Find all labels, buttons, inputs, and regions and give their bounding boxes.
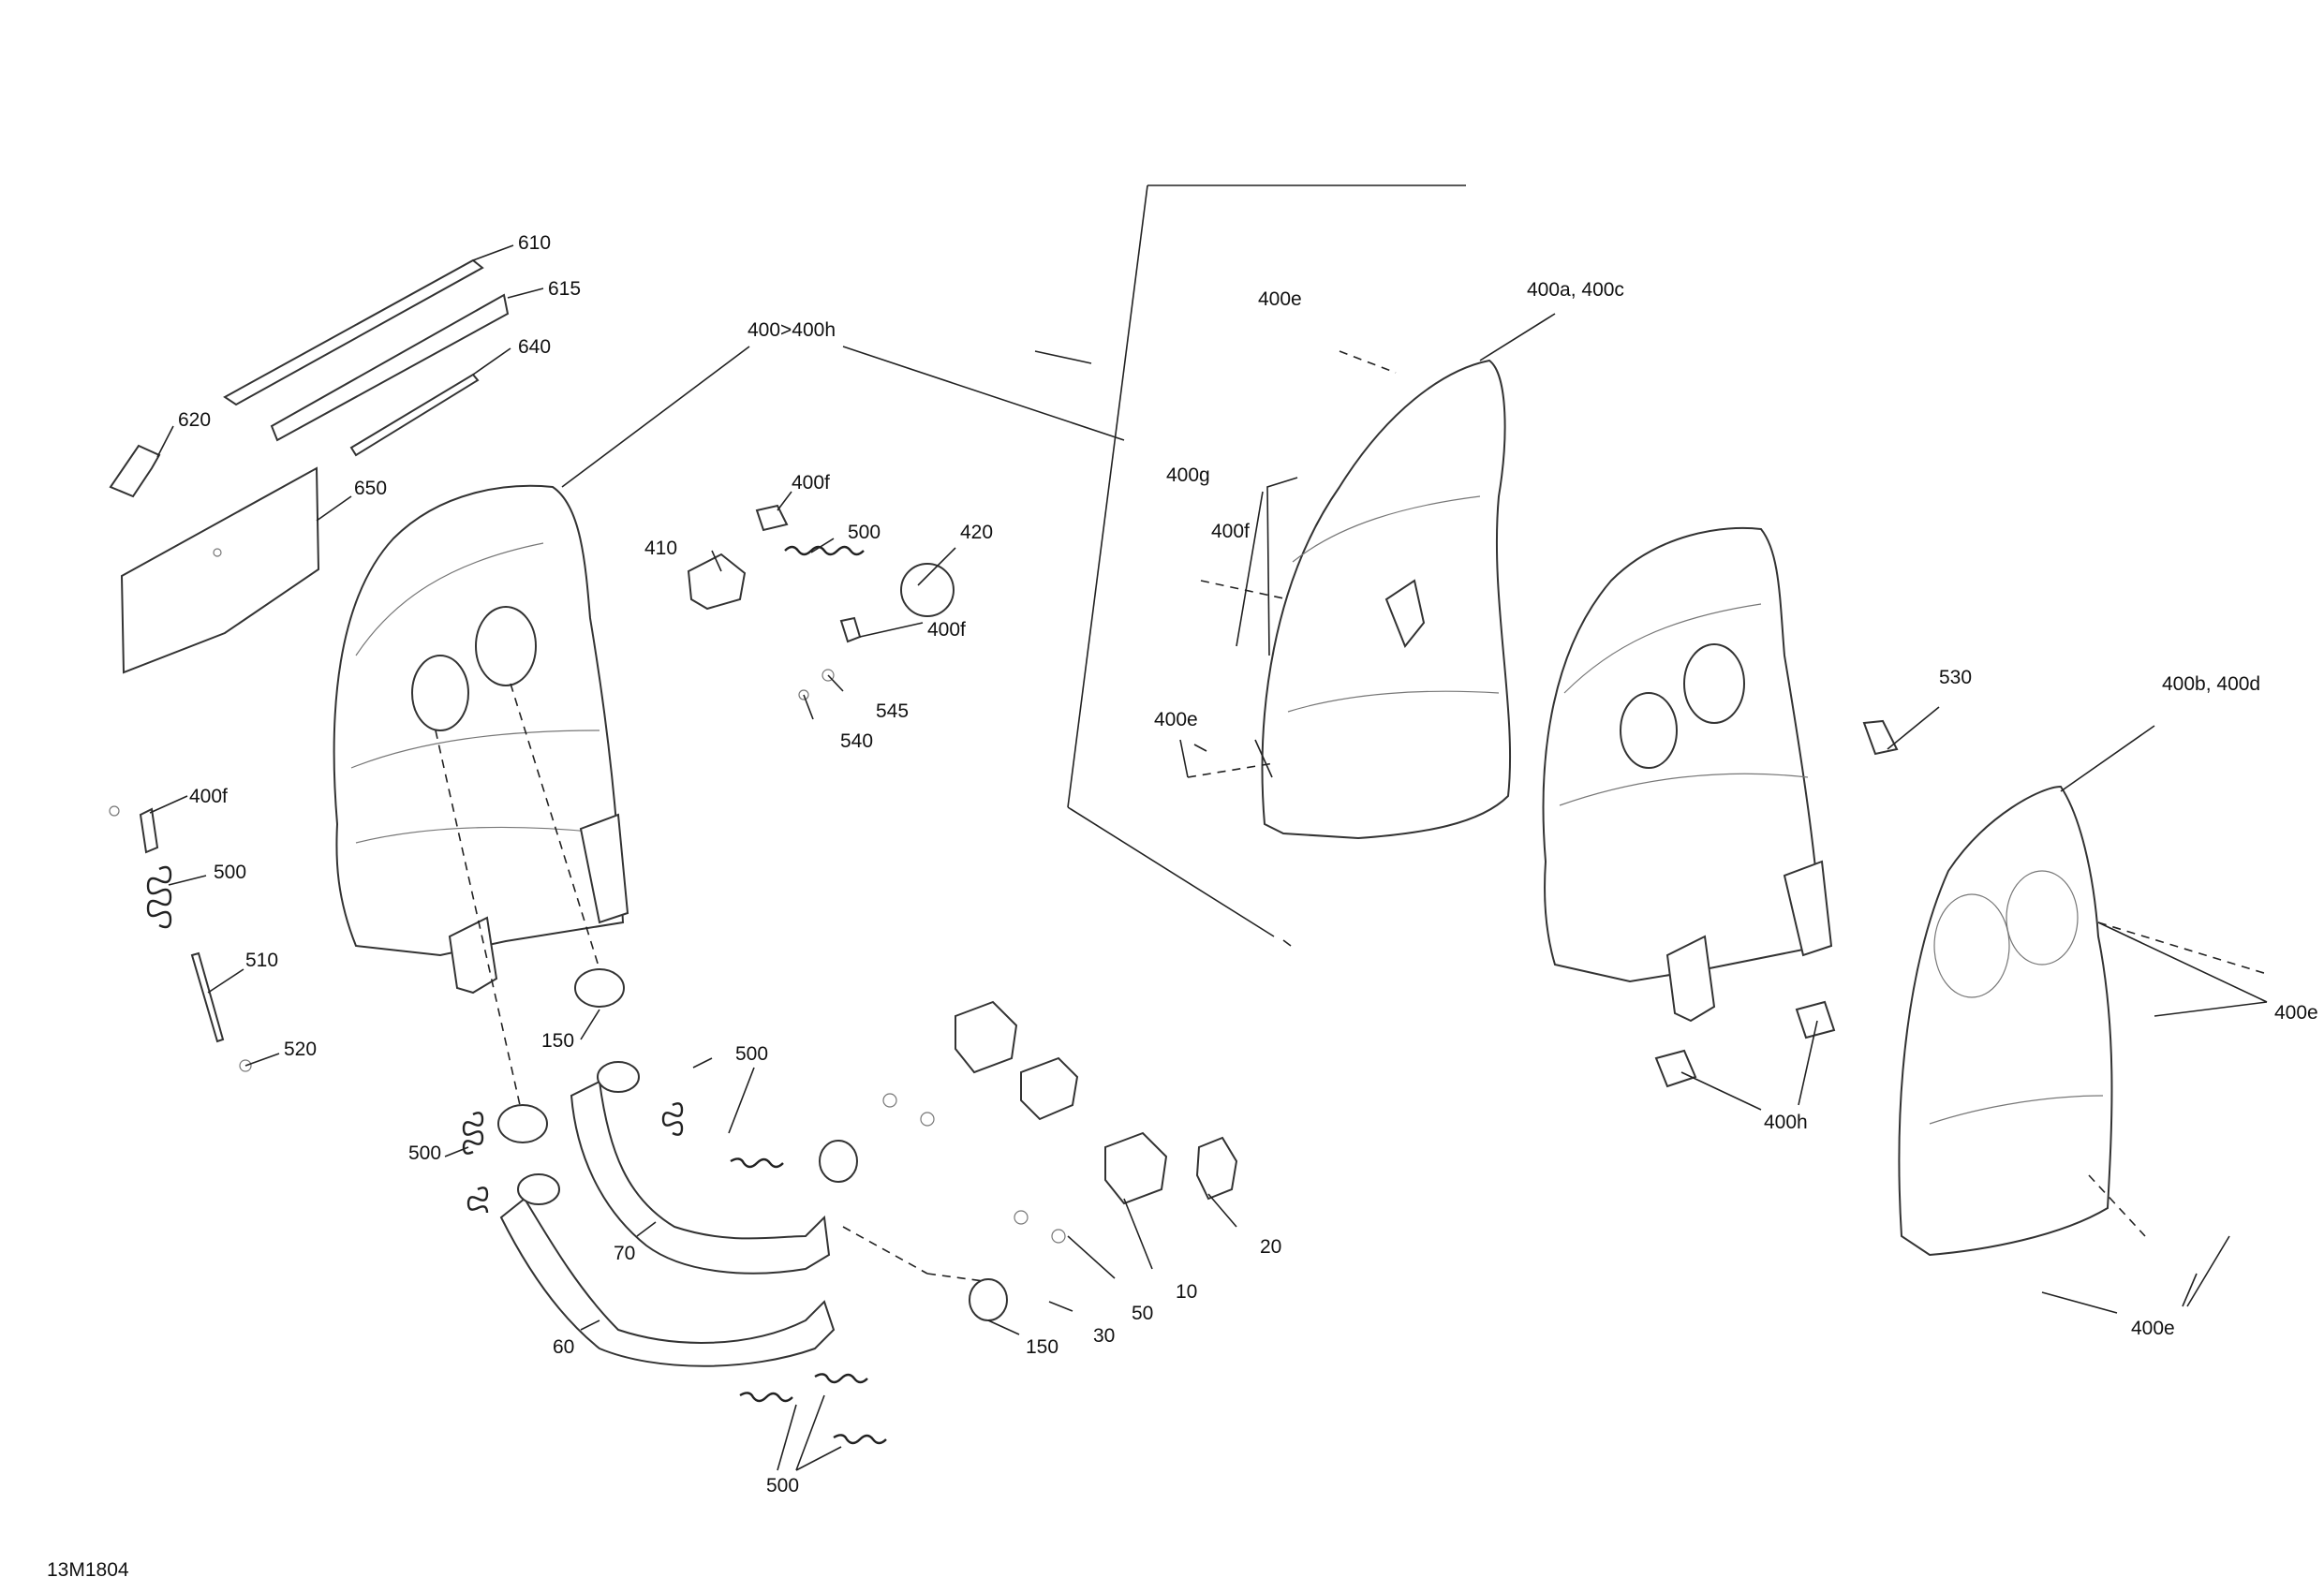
part-labels: 610 615 640 620 650 400>400h 400f 500 41… [47, 232, 2318, 1581]
label-500-pipe-left: 500 [408, 1142, 441, 1164]
label-400f-left: 400f [189, 786, 228, 807]
label-400a-400c: 400a, 400c [1527, 279, 1624, 301]
label-60: 60 [553, 1336, 574, 1358]
label-410: 410 [644, 538, 677, 559]
label-400g: 400g [1166, 464, 1210, 486]
label-500-left: 500 [214, 862, 246, 883]
muffler-left [333, 484, 629, 995]
label-30: 30 [1093, 1325, 1115, 1347]
label-530: 530 [1939, 667, 1972, 688]
label-540: 540 [840, 730, 873, 752]
label-20: 20 [1260, 1236, 1281, 1258]
left-hardware [109, 805, 252, 1072]
label-70: 70 [614, 1243, 635, 1264]
small-parts-center [687, 504, 955, 700]
label-400e-top: 400e [1258, 288, 1302, 310]
muffler-right-cover [1898, 785, 2113, 1257]
label-400b-400d: 400b, 400d [2162, 673, 2260, 695]
label-420: 420 [960, 522, 993, 543]
label-640: 640 [518, 336, 551, 358]
label-545: 545 [876, 700, 909, 722]
label-400f-center: 400f [792, 472, 830, 494]
muffler-right [1542, 526, 1833, 1023]
exhaust-pipes [499, 1061, 836, 1367]
label-520: 520 [284, 1039, 317, 1060]
label-620: 620 [178, 409, 211, 431]
label-615: 615 [548, 278, 581, 300]
label-400e-bottom-right: 400e [2131, 1318, 2175, 1339]
label-400-400h: 400>400h [748, 319, 836, 341]
leader-lines-shields [156, 244, 544, 522]
label-150-left: 150 [541, 1030, 574, 1052]
callout-lines [149, 184, 2268, 1471]
label-510: 510 [245, 950, 278, 971]
pipe-springs [462, 1102, 887, 1445]
label-400f-center-lower: 400f [927, 619, 966, 641]
label-150-lower: 150 [1026, 1336, 1058, 1358]
heat-shield-strips [109, 258, 510, 674]
label-400e-right: 400e [2274, 1002, 2318, 1024]
drawing-id: 13M1804 [47, 1559, 129, 1581]
label-650: 650 [354, 478, 387, 499]
label-50: 50 [1132, 1303, 1153, 1324]
muffler-upper-cover [1261, 359, 1512, 840]
label-500-bottom: 500 [766, 1475, 799, 1496]
label-400h: 400h [1764, 1112, 1808, 1133]
brackets [1654, 719, 1899, 1088]
flanges-gaskets [497, 968, 1238, 1321]
label-610: 610 [518, 232, 551, 254]
label-400e-upper-left: 400e [1154, 709, 1198, 730]
dashed-lines [435, 350, 2268, 1282]
label-500-pipe-upper: 500 [735, 1043, 768, 1065]
label-400f-upper: 400f [1211, 521, 1250, 542]
label-500-center: 500 [848, 522, 881, 543]
label-10: 10 [1176, 1281, 1197, 1303]
